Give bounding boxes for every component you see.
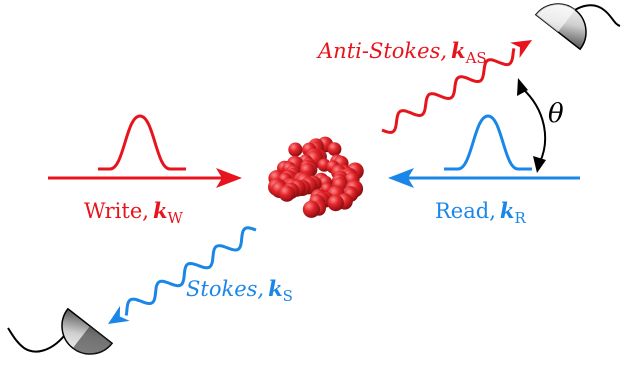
atom [302,200,320,218]
stokes-wave [124,226,257,316]
read-label: Read,kR [435,198,526,227]
write-pulse [98,114,186,171]
write-beam [48,114,242,188]
stokes-label: Stokes,kS [186,276,293,305]
anti-stokes-detector [534,3,621,51]
detector-cable-bottom [7,327,65,353]
write-arrowhead [216,168,242,188]
anti-stokes-wave [381,48,516,134]
anti-stokes-label: Anti-Stokes,kAS [316,38,487,67]
atom [288,142,303,157]
atomic-cloud [268,136,364,218]
read-arrowhead [388,168,414,188]
read-pulse [444,114,532,171]
stokes-arrowhead [108,305,130,324]
angle-arrow [517,78,547,173]
read-beam [388,114,580,188]
atom [278,185,295,202]
theta-label: θ [548,99,564,129]
stokes-detector [7,307,114,355]
detector-cable-top [565,4,621,27]
anti-stokes-arrowhead [510,40,532,58]
atom [327,194,344,212]
atom [327,142,342,157]
write-label: Write,kW [84,198,184,227]
